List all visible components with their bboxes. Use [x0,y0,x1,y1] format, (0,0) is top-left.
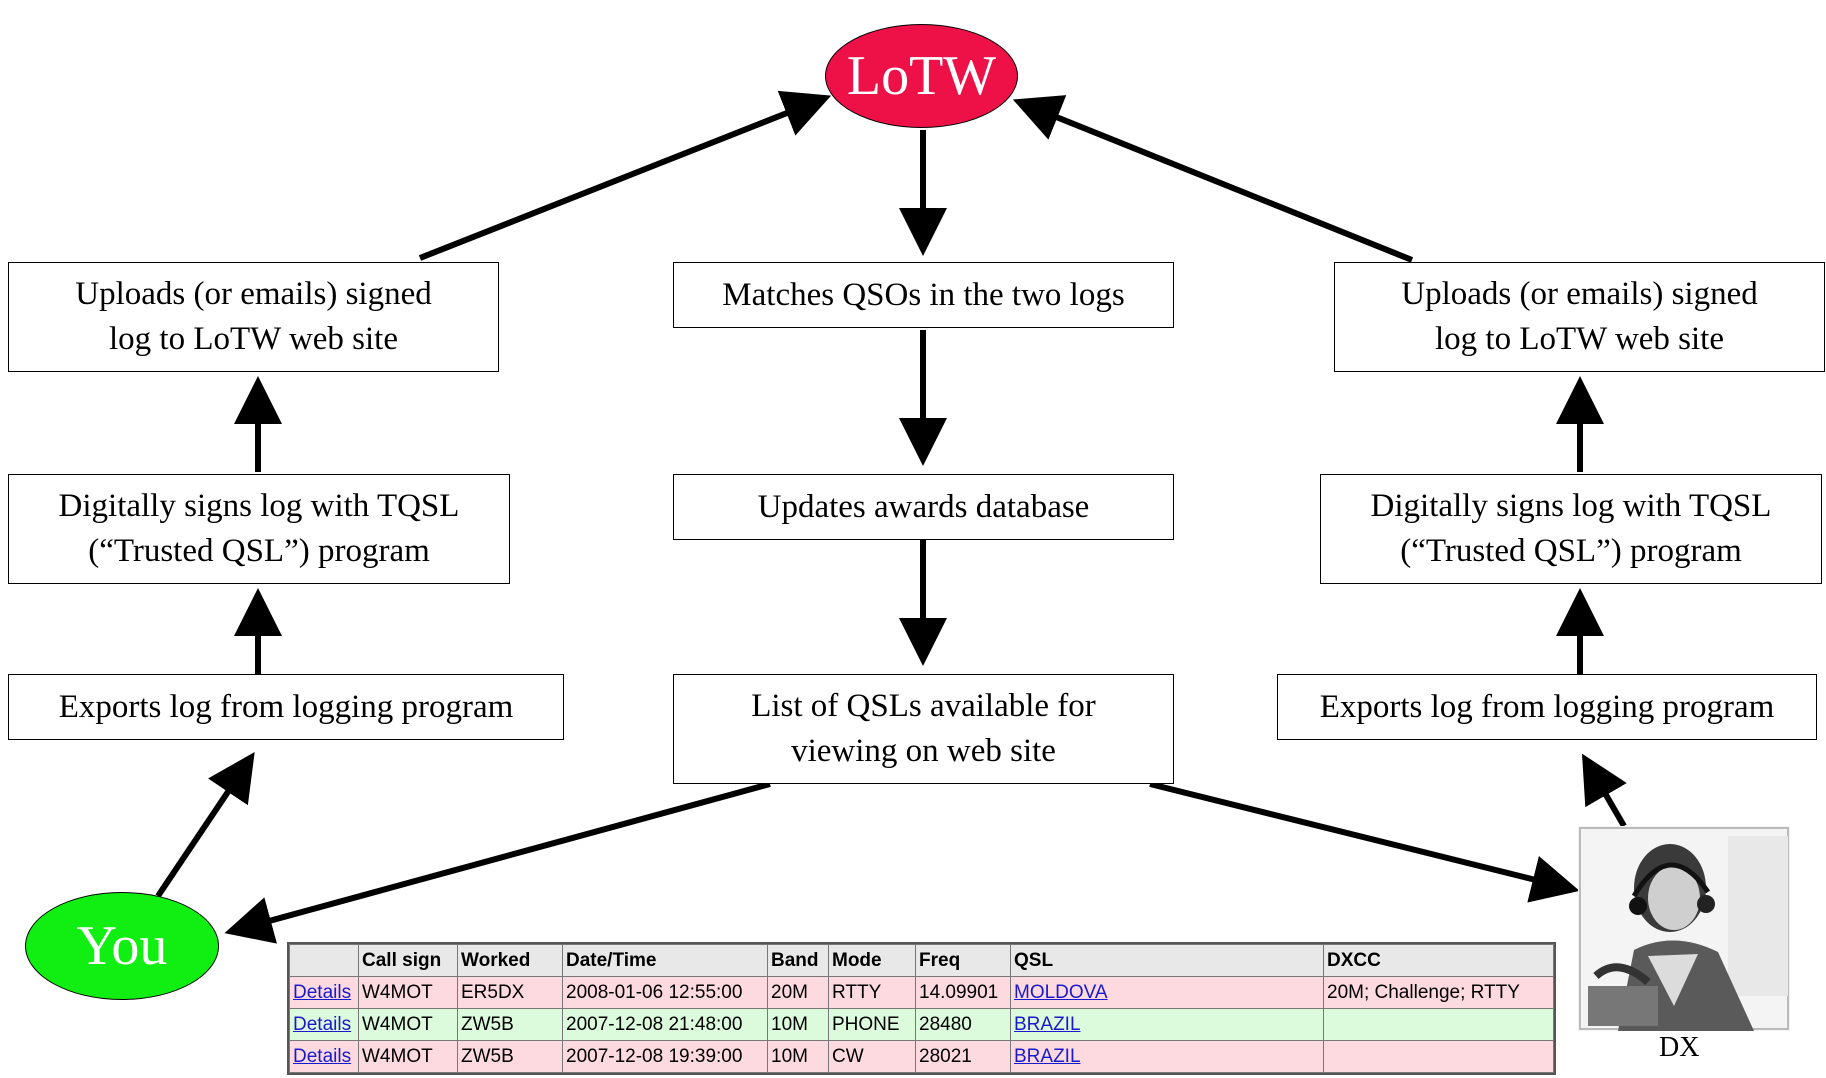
col-header-band: Band [767,944,829,977]
dx-operator-photo [1578,826,1790,1031]
arrow-you-to-export [155,752,255,898]
right-upload-box: Uploads (or emails) signed log to LoTW w… [1334,262,1825,372]
lotw-label: LoTW [846,45,997,107]
details-cell: Details [289,1040,359,1073]
right-export-text: Exports log from logging program [1319,688,1775,725]
dxcc-cell [1323,1008,1554,1041]
dxcc-cell: 20M; Challenge; RTTY [1323,976,1554,1009]
col-header-dxcc: DXCC [1323,944,1554,977]
col-header-freq: Freq [915,944,1011,977]
lotw-node: LoTW [825,24,1018,128]
right-export-box: Exports log from logging program [1277,674,1817,740]
freq-cell: 28021 [915,1040,1011,1073]
table-row: Details W4MOT ZW5B 2007-12-08 21:48:00 1… [289,1008,1554,1041]
left-upload-text: Uploads (or emails) signed log to LoTW w… [75,276,432,357]
center-list-text: List of QSLs available for viewing on we… [751,688,1096,769]
center-update-text: Updates awards database [757,488,1090,525]
arrow-right-upload-to-lotw [1012,95,1414,263]
details-cell: Details [289,976,359,1009]
you-label: You [76,915,168,977]
left-export-text: Exports log from logging program [58,688,514,725]
col-header-worked: Worked [457,944,563,977]
table-row: Details W4MOT ER5DX 2008-01-06 12:55:00 … [289,976,1554,1009]
table-row: Details W4MOT ZW5B 2007-12-08 19:39:00 1… [289,1040,1554,1073]
qsl-cell: BRAZIL [1010,1008,1324,1041]
call-sign-cell: W4MOT [358,1040,458,1073]
right-sign-box: Digitally signs log with TQSL (“Trusted … [1320,474,1822,584]
details-link[interactable]: Details [293,1045,352,1067]
center-update-box: Updates awards database [673,474,1174,540]
call-sign-cell: W4MOT [358,976,458,1009]
you-node: You [25,892,219,1000]
left-sign-text: Digitally signs log with TQSL (“Trusted … [58,488,460,569]
center-match-box: Matches QSOs in the two logs [673,262,1174,328]
dx-label: DX [1659,1032,1700,1063]
details-link[interactable]: Details [293,981,352,1003]
call-sign-cell: W4MOT [358,1008,458,1041]
left-upload-box: Uploads (or emails) signed log to LoTW w… [8,262,499,372]
table-header-row: Call sign Worked Date/Time Band Mode Fre… [289,944,1554,977]
freq-cell: 14.09901 [915,976,1011,1009]
mode-cell: CW [828,1040,916,1073]
band-cell: 10M [767,1008,829,1041]
dxcc-cell [1323,1040,1554,1073]
worked-cell: ZW5B [457,1008,563,1041]
col-header-details [289,944,359,977]
mode-cell: RTTY [828,976,916,1009]
col-header-date-time: Date/Time [562,944,768,977]
center-list-box: List of QSLs available for viewing on we… [673,674,1174,784]
details-link[interactable]: Details [293,1013,352,1035]
worked-cell: ER5DX [457,976,563,1009]
arrow-list-to-dx [1149,781,1580,903]
band-cell: 20M [767,976,829,1009]
worked-cell: ZW5B [457,1040,563,1073]
arrow-left-upload-to-lotw [418,90,832,261]
mode-cell: PHONE [828,1008,916,1041]
qsl-country-link[interactable]: BRAZIL [1014,1045,1081,1067]
col-header-call-sign: Call sign [358,944,458,977]
center-match-text: Matches QSOs in the two logs [722,276,1125,313]
qsl-country-link[interactable]: MOLDOVA [1014,981,1108,1003]
operator-headset-image [1578,826,1790,1031]
col-header-mode: Mode [828,944,916,977]
freq-cell: 28480 [915,1008,1011,1041]
qsl-cell: MOLDOVA [1010,976,1324,1009]
left-export-box: Exports log from logging program [8,674,564,740]
right-upload-text: Uploads (or emails) signed log to LoTW w… [1401,276,1758,357]
details-cell: Details [289,1008,359,1041]
date-time-cell: 2008-01-06 12:55:00 [562,976,768,1009]
qsl-country-link[interactable]: BRAZIL [1014,1013,1081,1035]
qsl-cell: BRAZIL [1010,1040,1324,1073]
band-cell: 10M [767,1040,829,1073]
qsl-table: Call sign Worked Date/Time Band Mode Fre… [287,942,1556,1075]
arrow-dx-to-export [1581,753,1627,828]
right-sign-text: Digitally signs log with TQSL (“Trusted … [1370,488,1772,569]
arrow-list-to-you [224,781,771,944]
left-sign-box: Digitally signs log with TQSL (“Trusted … [8,474,510,584]
date-time-cell: 2007-12-08 21:48:00 [562,1008,768,1041]
col-header-qsl: QSL [1010,944,1324,977]
date-time-cell: 2007-12-08 19:39:00 [562,1040,768,1073]
